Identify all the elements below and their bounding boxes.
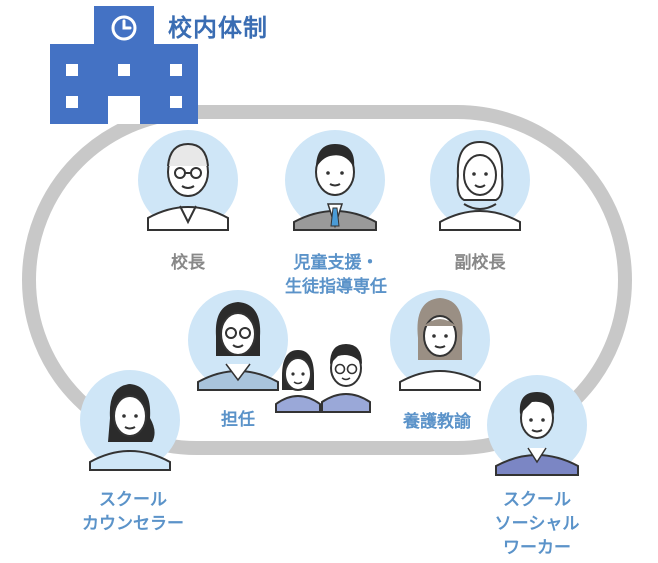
guidance-lead-label-line2: 生徒指導専任 [285, 277, 387, 297]
team-track [22, 105, 632, 455]
homeroom-teacher-avatar [188, 290, 288, 391]
student-boy-avatar [321, 344, 371, 413]
vice-principal-avatar [430, 130, 530, 231]
school-nurse-avatar [390, 290, 490, 391]
guidance-lead-label: 児童支援・ 生徒指導専任 [262, 251, 410, 299]
homeroom-teacher-label: 担任 [221, 410, 255, 430]
principal-avatar [138, 130, 238, 231]
social-worker-label-line2: ソーシャル [494, 514, 580, 534]
vice-principal-label: 副校長 [454, 253, 506, 273]
counselor-label-line2: カウンセラー [82, 514, 184, 534]
social-worker-label: スクール ソーシャル ワーカー [478, 488, 596, 560]
guidance-lead-avatar [285, 130, 385, 231]
counselor-label: スクール カウンセラー [58, 488, 208, 536]
school-nurse-label: 養護教諭 [403, 412, 471, 432]
student-girl-avatar [275, 350, 321, 413]
guidance-lead-label-line1: 児童支援・ [293, 253, 379, 273]
counselor-label-line1: スクール [99, 490, 167, 510]
social-worker-label-line3: ワーカー [503, 538, 571, 558]
social-worker-avatar [487, 375, 587, 476]
school-building-icon [50, 6, 198, 124]
page-title: 校内体制 [168, 14, 268, 42]
social-worker-label-line1: スクール [503, 490, 571, 510]
clock-icon [111, 15, 137, 41]
principal-label: 校長 [171, 253, 205, 273]
counselor-avatar [80, 370, 180, 471]
